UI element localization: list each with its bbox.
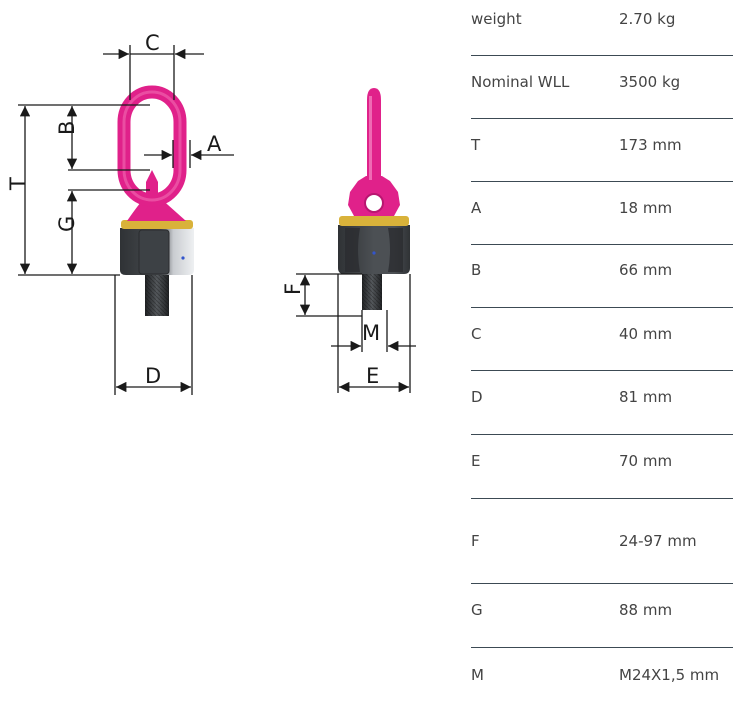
spec-name: Nominal WLL [471,73,570,91]
label-e: E [366,364,379,388]
spec-row: E 70 mm [471,435,733,499]
front-view-labels: T B G C A D [6,31,222,388]
technical-drawing: T B G C A D [6,31,416,395]
spec-name: C [471,325,482,343]
spec-row: G 88 mm [471,584,733,648]
spec-name: M [471,666,484,684]
side-gold-washer [339,216,409,226]
spec-value: 3500 kg [619,73,681,91]
label-d: D [145,364,161,388]
spec-row: D 81 mm [471,371,733,435]
gold-washer [121,220,193,229]
spec-row: weight 2.70 kg [471,0,733,56]
spec-value: 40 mm [619,325,673,343]
spec-row: M M24X1,5 mm [471,648,733,710]
spec-name: A [471,199,482,217]
label-t: T [6,177,30,191]
spec-name: B [471,261,482,279]
label-b: B [55,121,79,135]
side-view-eyebolt [338,88,410,310]
front-view-dimensions [18,45,234,395]
spec-value: 173 mm [619,136,682,154]
label-g: G [55,216,79,232]
side-view-dimensions [296,273,416,393]
spec-row: F 24-97 mm [471,499,733,584]
label-f: F [281,283,305,295]
spec-row: Nominal WLL 3500 kg [471,56,733,119]
spec-name: weight [471,10,522,28]
spec-value: 18 mm [619,199,673,217]
spec-row: T 173 mm [471,119,733,182]
spec-value: 2.70 kg [619,10,676,28]
spec-name: T [471,136,481,154]
spec-value: 81 mm [619,388,673,406]
label-c: C [145,31,160,55]
spec-value: M24X1,5 mm [619,666,720,684]
spec-name: F [471,532,480,550]
spec-row: B 66 mm [471,245,733,308]
spec-name: E [471,452,481,470]
spec-value: 66 mm [619,261,673,279]
label-m: M [362,321,380,345]
front-view-eyebolt [117,85,194,316]
spec-row: C 40 mm [471,308,733,371]
spec-value: 70 mm [619,452,673,470]
label-a: A [207,132,222,156]
spec-value: 88 mm [619,601,673,619]
spec-value: 24-97 mm [619,532,697,550]
spec-row: A 18 mm [471,182,733,245]
spec-name: D [471,388,483,406]
side-view-labels: F M E [281,283,380,388]
spec-name: G [471,601,483,619]
